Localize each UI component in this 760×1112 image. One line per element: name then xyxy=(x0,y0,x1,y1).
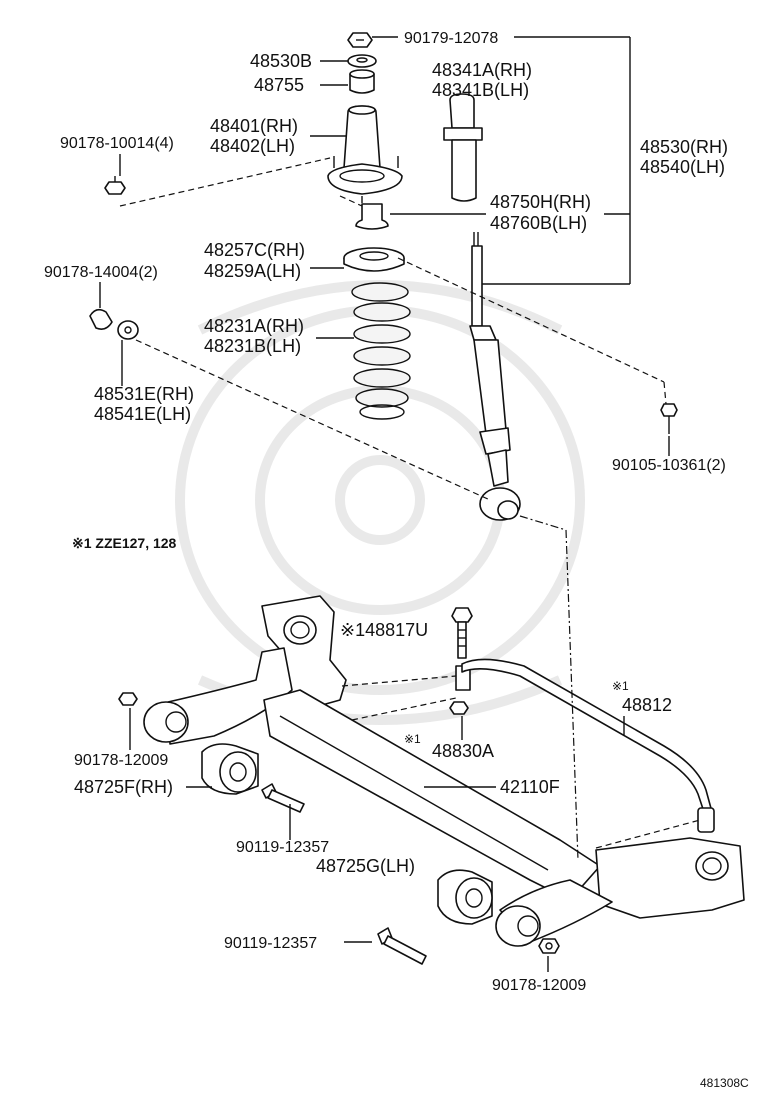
top-nut-icon xyxy=(347,32,373,48)
cushion-nut-icon xyxy=(89,308,113,330)
bushing-48725f-icon xyxy=(201,743,259,795)
label-48541e: 48541E(LH) xyxy=(94,404,191,424)
label-90119-12357-top: 90119-12357 xyxy=(236,839,329,856)
assembly-dashed-lines xyxy=(119,157,701,861)
label-48257c: 48257C(RH) xyxy=(204,240,305,260)
cushion-48755-icon xyxy=(349,69,375,94)
washer-48531e-icon xyxy=(117,320,139,340)
label-90119-12357-bottom: 90119-12357 xyxy=(224,935,317,952)
leader-lines xyxy=(99,36,670,972)
nut-90178-12009-b-icon xyxy=(538,938,560,954)
note-star-48812: ※1 xyxy=(612,679,629,693)
label-48817u: ※148817U xyxy=(340,620,428,640)
label-90178-12009-right: 90178-12009 xyxy=(492,977,586,994)
note-star-48830a: ※1 xyxy=(404,732,421,746)
label-48530-rh: 48530(RH) xyxy=(640,137,728,157)
label-48402: 48402(LH) xyxy=(210,136,295,156)
axle-beam-icon xyxy=(143,595,745,947)
support-mount-icon xyxy=(327,105,403,203)
label-90178-14004: 90178-14004(2) xyxy=(44,264,158,281)
figure-code: 481308C xyxy=(700,1076,749,1090)
label-48231b: 48231B(LH) xyxy=(204,336,301,356)
label-48812: 48812 xyxy=(622,695,672,715)
bolt-90105-icon xyxy=(660,403,678,434)
label-48830a: 48830A xyxy=(432,741,494,761)
label-48341a: 48341A(RH) xyxy=(432,60,532,80)
label-42110f: 42110F xyxy=(500,777,560,797)
stabilizer-bushing-icon xyxy=(449,665,471,715)
coil-spring-icon xyxy=(351,282,411,420)
spring-seat-icon xyxy=(343,247,405,272)
nut-90178-10014-icon xyxy=(104,176,126,195)
bolt-90119-a-icon xyxy=(261,783,305,813)
label-90105-10361: 90105-10361(2) xyxy=(612,457,726,474)
label-48401: 48401(RH) xyxy=(210,116,298,136)
bushing-48725g-icon xyxy=(437,869,493,925)
bolt-90119-b-icon xyxy=(377,927,427,965)
label-48231a: 48231A(RH) xyxy=(204,316,304,336)
label-48725g: 48725G(LH) xyxy=(316,856,415,876)
bump-boot-icon xyxy=(443,93,483,202)
label-48530b: 48530B xyxy=(250,51,312,71)
label-48341b: 48341B(LH) xyxy=(432,80,529,100)
label-48755: 48755 xyxy=(254,75,304,95)
label-90178-12009-left: 90178-12009 xyxy=(74,752,168,769)
callout-labels: 90179-12078 48530B 48755 48341A(RH) 4834… xyxy=(44,30,749,1090)
label-48531e: 48531E(RH) xyxy=(94,384,194,404)
label-48750h: 48750H(RH) xyxy=(490,192,591,212)
note-zze127-128: ※1 ZZE127, 128 xyxy=(72,535,177,551)
nut-90178-12009-a-icon xyxy=(118,692,138,706)
label-48259a: 48259A(LH) xyxy=(204,261,301,281)
bolt-48817u-icon xyxy=(451,607,473,659)
label-48725f: 48725F(RH) xyxy=(74,777,173,797)
label-48760b: 48760B(LH) xyxy=(490,213,587,233)
shock-absorber-icon xyxy=(469,232,521,521)
label-90178-10014: 90178-10014(4) xyxy=(60,135,174,152)
bound-stopper-icon xyxy=(355,203,389,230)
label-48540-lh: 48540(LH) xyxy=(640,157,725,177)
washer-48530b-icon xyxy=(347,54,377,68)
label-90179-12078: 90179-12078 xyxy=(404,30,498,47)
